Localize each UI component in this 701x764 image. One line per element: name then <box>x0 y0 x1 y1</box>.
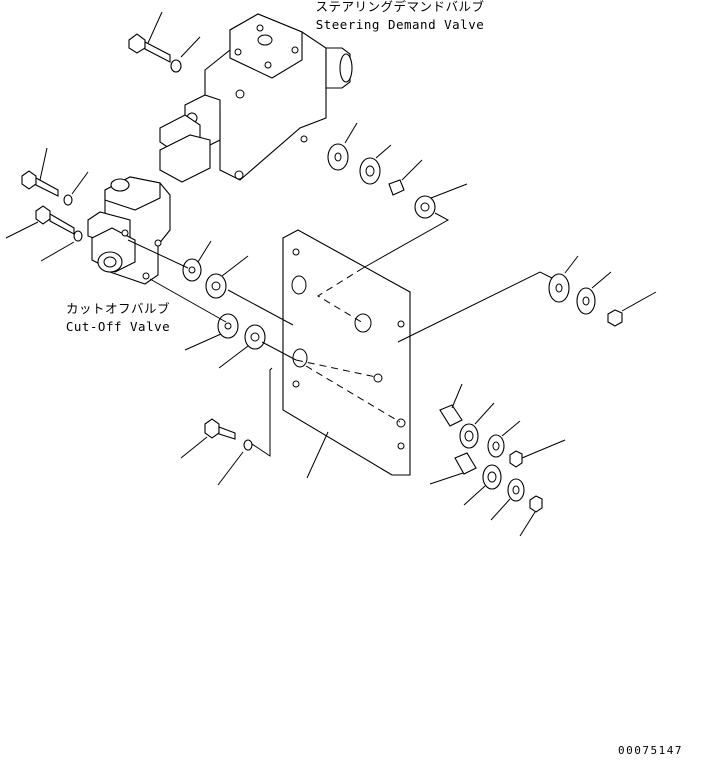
steering-demand-valve <box>159 13 353 183</box>
lower-washer-upper <box>459 402 495 449</box>
cutoff-valve-washer-lower <box>40 230 83 262</box>
plate-bolt-leader <box>251 367 273 457</box>
cutoff-valve-label-en: Cut-Off Valve <box>65 319 171 334</box>
plate-leader <box>306 431 329 479</box>
steering-valve-washer-large <box>327 122 358 171</box>
cutoff-valve-bolt-upper <box>21 147 59 197</box>
cutoff-washer-b <box>205 255 249 299</box>
steering-valve-label-en: Steering Demand Valve <box>315 17 485 32</box>
cutoff-valve <box>87 176 171 285</box>
drawing-number: 00075147 <box>618 744 683 757</box>
upper-washer-small <box>576 271 612 315</box>
cutoff-washer-d <box>218 324 266 369</box>
cutoff-washer-a <box>182 240 212 282</box>
steering-valve-bolt <box>128 11 171 63</box>
lower-nut-upper <box>509 439 566 468</box>
upper-bolt-axis <box>397 271 557 343</box>
cutoff-valve-washer-upper <box>63 171 89 206</box>
steering-valve-spacer <box>414 183 468 219</box>
lower-washer-lower <box>463 464 502 506</box>
steering-valve-collar <box>388 159 423 196</box>
cutoff-valve-label-jp: カットオフバルブ <box>65 301 170 316</box>
lower-nut-lower <box>519 495 543 537</box>
cutoff-valve-bolt-lower <box>5 205 75 239</box>
cutoff-washer-c <box>184 313 239 351</box>
plate-bolt-washer <box>217 439 253 486</box>
lower-washer-lower-small <box>490 478 525 521</box>
upper-washer-large <box>548 255 579 303</box>
upper-nut <box>607 291 657 327</box>
steering-valve-washer-thick <box>359 144 392 185</box>
mounting-plate <box>282 229 411 476</box>
steering-valve-washer <box>170 36 201 73</box>
lower-washer-upper-small <box>487 420 521 458</box>
plate-bolt <box>180 418 236 459</box>
lower-collar-upper <box>439 383 463 427</box>
lower-collar-lower <box>429 452 477 485</box>
steering-valve-label-jp: ステアリングデマンドバルブ <box>315 0 485 14</box>
